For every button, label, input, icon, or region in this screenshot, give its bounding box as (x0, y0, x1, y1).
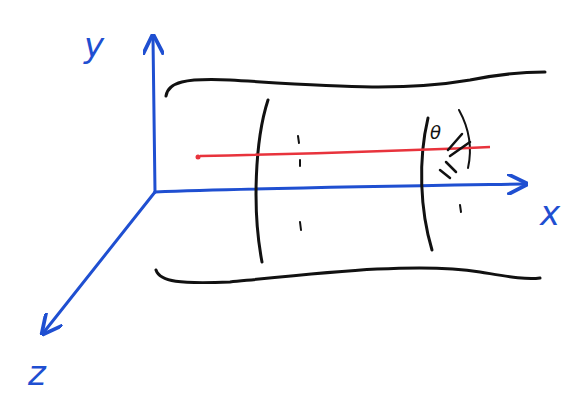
axis-label: z (28, 356, 46, 390)
tube-outline (156, 72, 545, 283)
streamline-dot (196, 155, 201, 160)
tube-top (166, 72, 545, 96)
axis-label: y (84, 28, 104, 62)
z-axis (44, 192, 155, 332)
tube-bottom (156, 268, 540, 283)
angle-marks (440, 134, 470, 178)
x-axis (155, 184, 524, 192)
streamline (200, 147, 490, 156)
angle-label: θ (430, 124, 441, 142)
y-axis (153, 38, 155, 192)
hidden-section-lines (298, 110, 470, 230)
section-1 (256, 100, 268, 262)
axis-label: x (540, 196, 560, 230)
